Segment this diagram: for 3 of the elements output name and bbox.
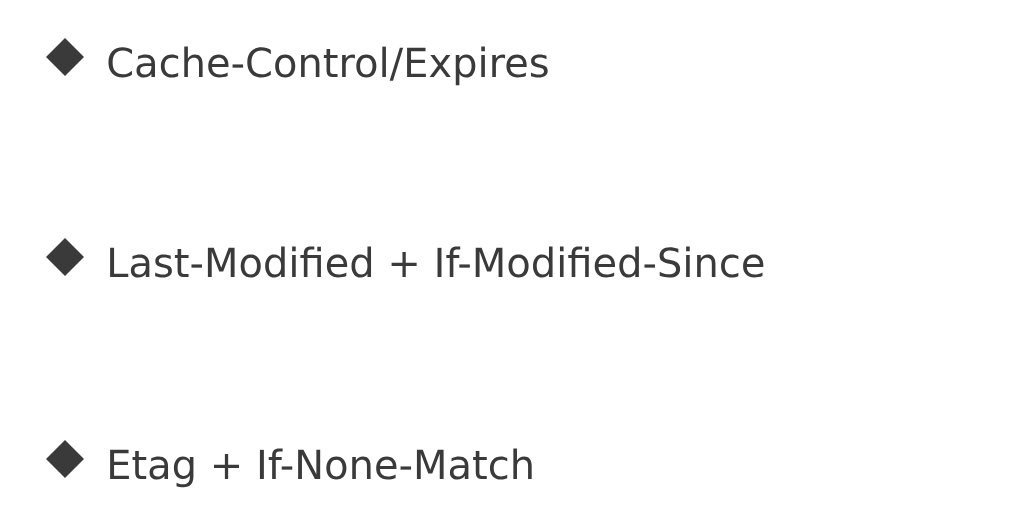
bullet-text: Last-Modified + If-Modified-Since — [110, 246, 764, 278]
bullet-text: Etag + If-None-Match — [110, 448, 532, 488]
bullet-text: Cache-Control/Expires — [108, 46, 548, 86]
